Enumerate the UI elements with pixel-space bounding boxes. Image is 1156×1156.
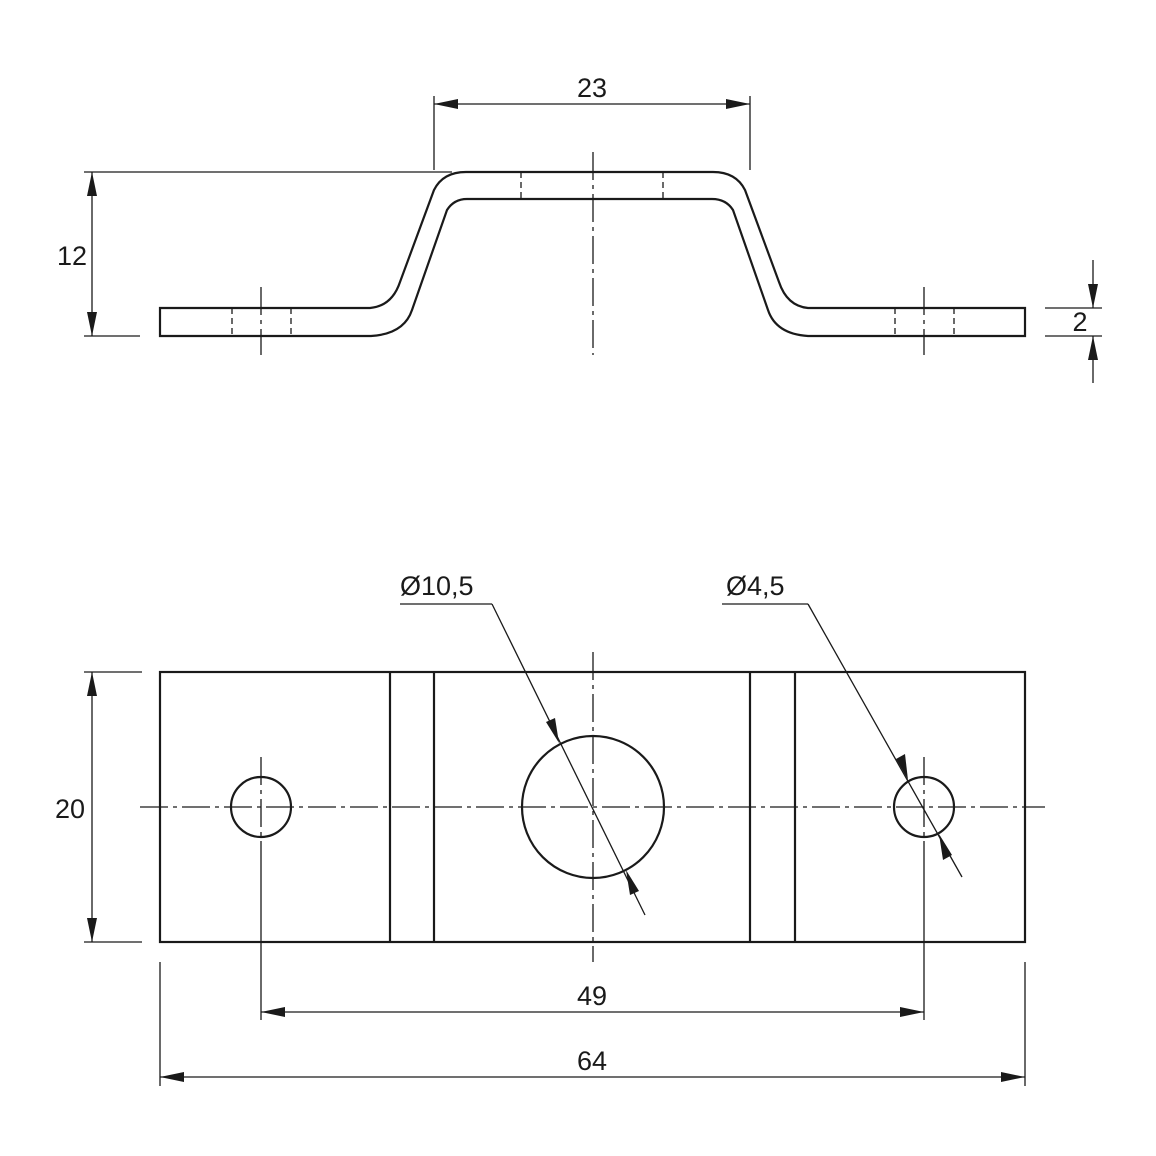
dimension-label: Ø4,5 xyxy=(726,571,785,601)
dimension-hole-spacing: 49 xyxy=(260,857,925,1020)
side-view: 23 12 2 xyxy=(57,73,1102,383)
leader-large-hole-diameter: Ø10,5 xyxy=(400,571,646,916)
dimension-label: Ø10,5 xyxy=(400,571,474,601)
dimension-label: 23 xyxy=(577,73,607,103)
dimension-plate-width: 20 xyxy=(55,671,142,943)
dimension-thickness: 2 xyxy=(1045,260,1102,383)
bracket-profile-outline xyxy=(158,170,1027,338)
dimension-overall-length: 64 xyxy=(159,962,1026,1086)
dimension-height: 12 xyxy=(57,171,452,337)
dimension-label: 49 xyxy=(577,981,607,1011)
dimension-label: 20 xyxy=(55,794,85,824)
dimension-top-width: 23 xyxy=(433,73,751,170)
dimension-label: 64 xyxy=(577,1046,607,1076)
leader-small-hole-diameter: Ø4,5 xyxy=(722,571,963,878)
dimension-label: 12 xyxy=(57,241,87,271)
dimension-label: 2 xyxy=(1072,307,1087,337)
top-view: 20 49 64 Ø10,5 xyxy=(55,571,1045,1086)
